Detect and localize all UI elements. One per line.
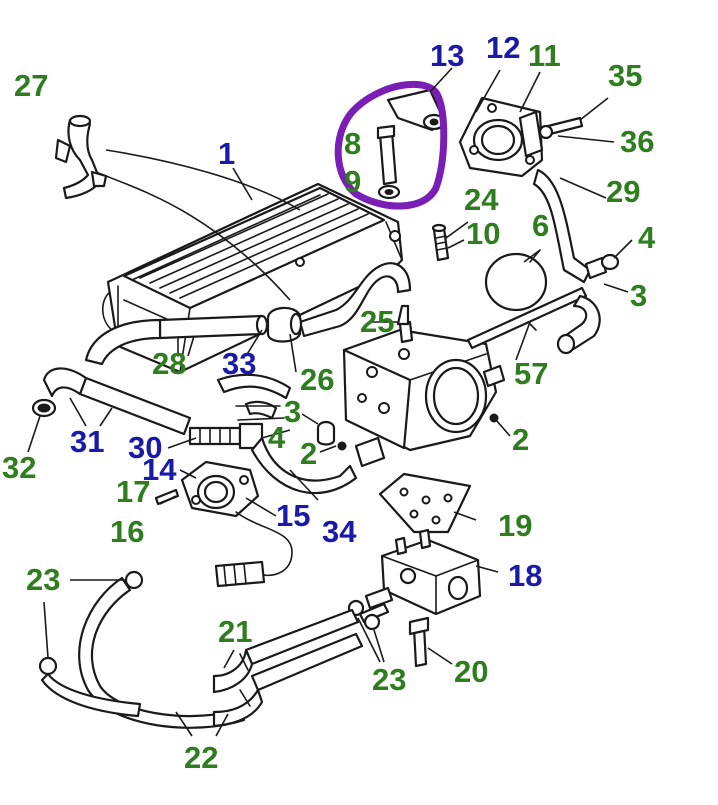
label-29: 29 bbox=[606, 174, 640, 209]
part-14-15-sensor bbox=[180, 460, 293, 588]
label-13: 13 bbox=[430, 38, 464, 73]
label-14: 14 bbox=[142, 452, 177, 487]
label-30: 30 bbox=[128, 430, 162, 465]
label-36: 36 bbox=[620, 124, 654, 159]
label-6: 6 bbox=[532, 208, 549, 243]
part-27-duct bbox=[54, 114, 108, 200]
label-3-left: 3 bbox=[284, 394, 301, 429]
part-10-stud bbox=[431, 223, 450, 262]
label-31: 31 bbox=[70, 424, 104, 459]
label-34: 34 bbox=[322, 514, 357, 549]
label-57: 57 bbox=[514, 356, 548, 391]
part-6-gasket bbox=[484, 249, 548, 312]
part-3-bushing-left bbox=[316, 420, 336, 446]
part-23-nut-top bbox=[124, 570, 144, 590]
part-23-nut-left bbox=[38, 656, 58, 676]
label-2-right: 2 bbox=[512, 422, 529, 457]
part-8-bolt bbox=[376, 124, 398, 186]
label-17: 17 bbox=[116, 474, 150, 509]
label-23-left: 23 bbox=[26, 562, 60, 597]
label-2-left: 2 bbox=[300, 436, 317, 471]
part-33-pipe bbox=[216, 373, 292, 421]
label-22: 22 bbox=[184, 740, 218, 775]
label-15: 15 bbox=[276, 498, 310, 533]
leader-1 bbox=[232, 167, 253, 201]
highlight-circle bbox=[334, 80, 448, 210]
part-9-washer bbox=[377, 184, 401, 200]
part-25-fitting bbox=[396, 304, 410, 326]
label-32: 32 bbox=[2, 450, 36, 485]
part-26-hose bbox=[266, 262, 412, 343]
leader-lines bbox=[27, 67, 633, 737]
part-3-bushing-right bbox=[584, 253, 620, 280]
label-11: 11 bbox=[528, 38, 561, 73]
label-1: 1 bbox=[218, 136, 235, 171]
label-20: 20 bbox=[454, 654, 488, 689]
part-31-hose bbox=[31, 367, 192, 436]
label-4-left: 4 bbox=[268, 420, 286, 455]
label-28: 28 bbox=[152, 346, 186, 381]
label-21: 21 bbox=[218, 614, 252, 649]
label-27: 27 bbox=[14, 68, 48, 103]
label-3-right: 3 bbox=[630, 278, 647, 313]
label-26: 26 bbox=[300, 362, 334, 397]
label-12: 12 bbox=[486, 30, 520, 65]
part-23-nut-right-b bbox=[363, 613, 381, 631]
part-30-fitting bbox=[188, 422, 264, 450]
label-23-right: 23 bbox=[372, 662, 406, 697]
throttle-body bbox=[342, 320, 506, 468]
label-8: 8 bbox=[344, 126, 361, 161]
label-24: 24 bbox=[464, 182, 499, 217]
part-20-bolt bbox=[408, 616, 430, 668]
label-10: 10 bbox=[466, 216, 500, 251]
part-11-12-flange bbox=[458, 96, 544, 178]
leader-27 bbox=[95, 171, 291, 301]
part-21-22-lines bbox=[40, 576, 364, 729]
label-18: 18 bbox=[508, 558, 542, 593]
label-25: 25 bbox=[360, 304, 394, 339]
part-19-gasket bbox=[378, 472, 472, 534]
part-2-nut-left bbox=[337, 441, 347, 451]
label-35: 35 bbox=[608, 58, 642, 93]
part-29-hose bbox=[532, 168, 601, 355]
label-4-right: 4 bbox=[638, 220, 656, 255]
part-28-hose bbox=[84, 314, 269, 366]
part-1-intercooler bbox=[101, 182, 404, 374]
leader-1b bbox=[105, 149, 301, 211]
label-16: 16 bbox=[110, 514, 144, 549]
label-19: 19 bbox=[498, 508, 532, 543]
part-35-bolt bbox=[538, 116, 584, 140]
part-number-labels: 1 2 2 3 3 4 4 6 8 9 10 11 12 13 14 15 16… bbox=[2, 30, 656, 775]
label-33: 33 bbox=[222, 346, 256, 381]
part-34-hose bbox=[250, 436, 358, 495]
part-18-pump bbox=[358, 528, 482, 624]
label-9: 9 bbox=[344, 164, 361, 199]
part-17-screw bbox=[154, 488, 180, 506]
